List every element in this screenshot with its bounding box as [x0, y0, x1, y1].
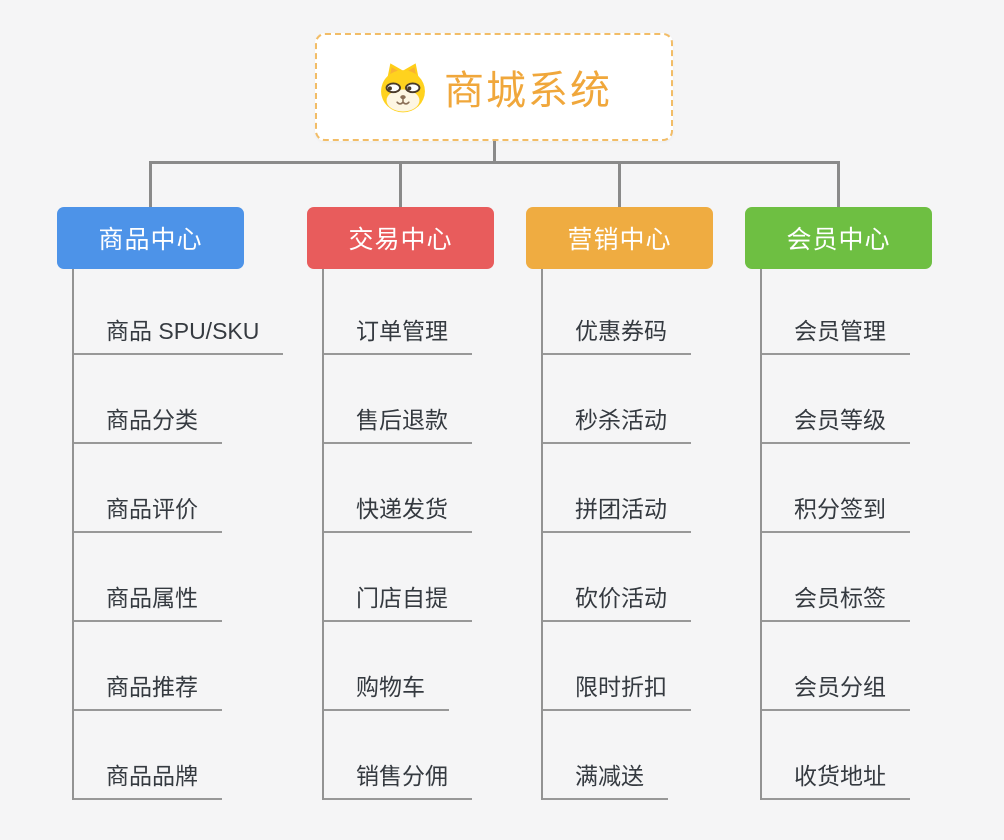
leaf-node[interactable]: 积分签到 [760, 490, 910, 533]
leaf-row: 门店自提 [322, 533, 472, 622]
leaf-row: 商品评价 [72, 444, 283, 533]
leaf-node[interactable]: 门店自提 [322, 579, 472, 622]
leaf-node[interactable]: 会员管理 [760, 312, 910, 355]
leaf-row: 拼团活动 [541, 444, 691, 533]
leaf-node[interactable]: 快递发货 [322, 490, 472, 533]
branch-label: 交易中心 [348, 226, 453, 254]
leaf-row: 商品 SPU/SKU [72, 266, 284, 355]
leaf-row: 商品品牌 [72, 711, 283, 800]
branch-node-member-center[interactable]: 会员中心 [745, 207, 932, 269]
branch-node-product-center[interactable]: 商品中心 [57, 207, 244, 269]
leaf-node[interactable]: 售后退款 [322, 401, 472, 444]
leaf-row: 满减送 [541, 711, 691, 800]
leaf-node[interactable]: 秒杀活动 [541, 401, 691, 444]
root-title: 商城系统 [444, 69, 612, 113]
connector-vertical-marketing-center [541, 269, 543, 800]
leaf-row: 快递发货 [322, 444, 472, 533]
leaf-node[interactable]: 满减送 [541, 757, 668, 800]
leaf-row: 销售分佣 [322, 711, 472, 800]
shiba-dog-icon [376, 60, 430, 114]
leaf-column-product-center: 商品 SPU/SKU 商品分类商品评价商品属性商品推荐商品品牌 [72, 266, 284, 800]
leaf-node[interactable]: 砍价活动 [541, 579, 691, 622]
root-node[interactable]: 商城系统 [315, 33, 673, 141]
connector-vertical-trade-center [322, 269, 324, 800]
leaf-row: 售后退款 [322, 355, 472, 444]
leaf-row: 会员分组 [760, 622, 910, 711]
branch-label: 营销中心 [567, 226, 672, 254]
leaf-row: 会员管理 [760, 266, 910, 355]
leaf-column-member-center: 会员管理会员等级积分签到会员标签会员分组收货地址 [760, 266, 910, 800]
leaf-row: 会员等级 [760, 355, 910, 444]
leaf-row: 订单管理 [322, 266, 472, 355]
branch-node-marketing-center[interactable]: 营销中心 [526, 207, 713, 269]
leaf-row: 商品属性 [72, 533, 283, 622]
leaf-node[interactable]: 商品评价 [72, 490, 222, 533]
connector-vertical-product-center [72, 269, 74, 800]
branch-label: 会员中心 [786, 226, 891, 254]
leaf-row: 会员标签 [760, 533, 910, 622]
leaf-column-marketing-center: 优惠券码秒杀活动拼团活动砍价活动限时折扣满减送 [541, 266, 691, 800]
leaf-node[interactable]: 优惠券码 [541, 312, 691, 355]
leaf-node[interactable]: 收货地址 [760, 757, 910, 800]
leaf-row: 商品推荐 [72, 622, 283, 711]
connector-drop-marketing-center [618, 164, 621, 207]
leaf-node[interactable]: 商品品牌 [72, 757, 222, 800]
leaf-row: 优惠券码 [541, 266, 691, 355]
connector-root-drop [493, 141, 496, 162]
connector-drop-member-center [837, 164, 840, 207]
leaf-node[interactable]: 拼团活动 [541, 490, 691, 533]
leaf-node[interactable]: 会员分组 [760, 668, 910, 711]
branch-node-trade-center[interactable]: 交易中心 [307, 207, 494, 269]
leaf-node[interactable]: 会员标签 [760, 579, 910, 622]
leaf-node[interactable]: 商品推荐 [72, 668, 222, 711]
leaf-column-trade-center: 订单管理售后退款快递发货门店自提购物车销售分佣 [322, 266, 472, 800]
connector-horizontal [149, 161, 840, 164]
leaf-node[interactable]: 购物车 [322, 668, 449, 711]
leaf-row: 商品分类 [72, 355, 283, 444]
branch-label: 商品中心 [98, 226, 203, 254]
leaf-row: 砍价活动 [541, 533, 691, 622]
leaf-row: 限时折扣 [541, 622, 691, 711]
leaf-row: 秒杀活动 [541, 355, 691, 444]
leaf-node[interactable]: 会员等级 [760, 401, 910, 444]
leaf-node[interactable]: 销售分佣 [322, 757, 472, 800]
leaf-node[interactable]: 订单管理 [322, 312, 472, 355]
connector-drop-product-center [149, 164, 152, 207]
leaf-node[interactable]: 商品属性 [72, 579, 222, 622]
connector-vertical-member-center [760, 269, 762, 800]
connector-drop-trade-center [399, 164, 402, 207]
leaf-row: 购物车 [322, 622, 472, 711]
leaf-node[interactable]: 商品 SPU/SKU [72, 312, 284, 355]
leaf-row: 积分签到 [760, 444, 910, 533]
leaf-node[interactable]: 商品分类 [72, 401, 222, 444]
leaf-node[interactable]: 限时折扣 [541, 668, 691, 711]
leaf-row: 收货地址 [760, 711, 910, 800]
